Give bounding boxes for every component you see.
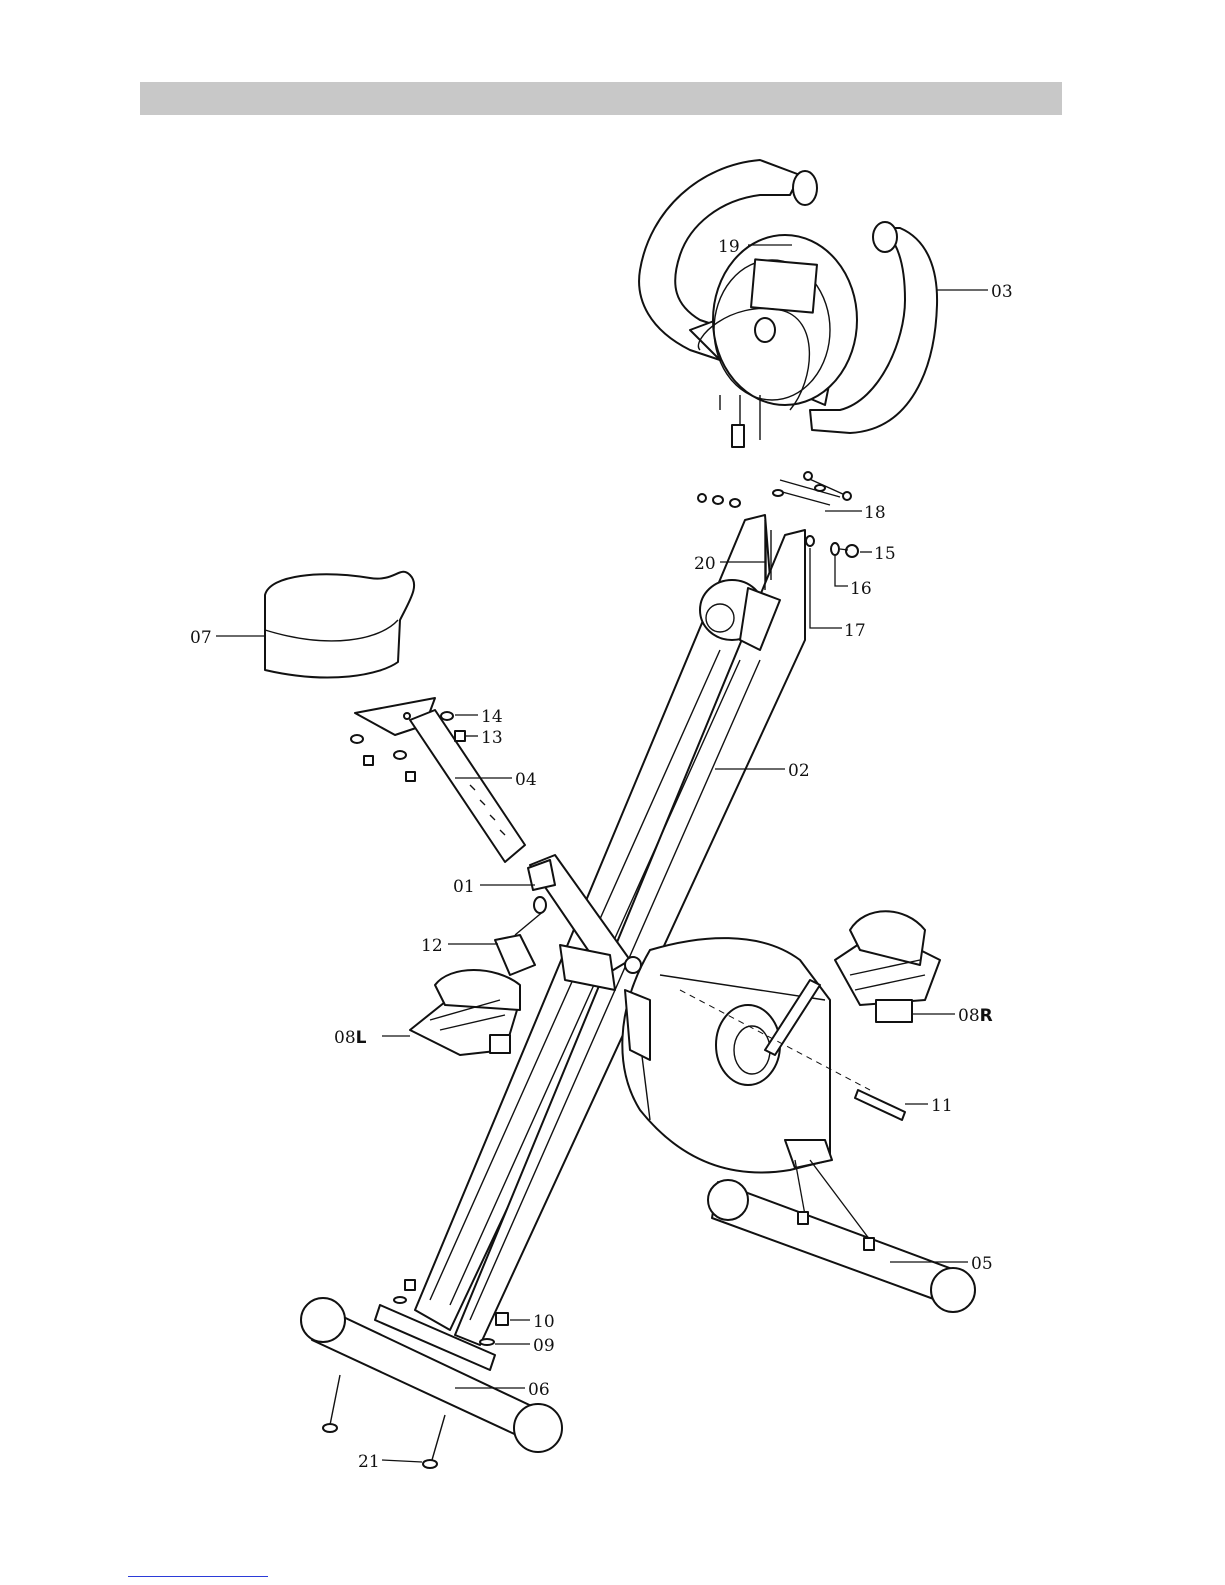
- front-stabilizer-part-06: [301, 1298, 562, 1452]
- label-02: 02: [788, 761, 810, 781]
- label-03: 03: [991, 282, 1013, 302]
- washer-bolt-left: [698, 494, 740, 507]
- label-05: 05: [971, 1254, 993, 1274]
- pedal-left-part-08L: [410, 970, 520, 1055]
- label-08r: 08R: [958, 1006, 993, 1026]
- washer-part-14: [441, 712, 453, 720]
- nut-part-10: [496, 1313, 508, 1325]
- washer-part-16: [831, 543, 839, 555]
- label-14: 14: [481, 707, 503, 727]
- label-04: 04: [515, 770, 537, 790]
- label-08l: 08L: [334, 1028, 367, 1048]
- label-12: 12: [421, 936, 443, 956]
- label-06: 06: [528, 1380, 550, 1400]
- bolt-part-18: [773, 472, 851, 505]
- washer-part-17: [806, 536, 814, 546]
- label-09: 09: [533, 1336, 555, 1356]
- pedal-right-part-08R: [835, 911, 940, 1022]
- seat-part-07: [265, 572, 414, 678]
- label-01: 01: [453, 877, 475, 897]
- label-07: 07: [190, 628, 212, 648]
- label-15: 15: [874, 544, 896, 564]
- knob-part-12: [495, 897, 546, 975]
- part-labels: 19 03 18 15 16 17 20 07 14 13 04 02 01 1…: [190, 237, 1013, 1472]
- label-11: 11: [931, 1096, 953, 1116]
- washer-part-09: [480, 1339, 494, 1345]
- pin-part-11: [855, 1090, 905, 1120]
- label-16: 16: [850, 579, 872, 599]
- nut-part-13: [455, 731, 465, 741]
- label-10: 10: [533, 1312, 555, 1332]
- label-13: 13: [481, 728, 503, 748]
- label-19: 19: [718, 237, 740, 257]
- label-18: 18: [864, 503, 886, 523]
- footer-link-underline[interactable]: [128, 1576, 268, 1577]
- flywheel-housing: [622, 938, 870, 1172]
- label-20: 20: [694, 554, 716, 574]
- label-17: 17: [844, 621, 866, 641]
- label-21: 21: [358, 1452, 380, 1472]
- bolt-part-15: [840, 545, 858, 557]
